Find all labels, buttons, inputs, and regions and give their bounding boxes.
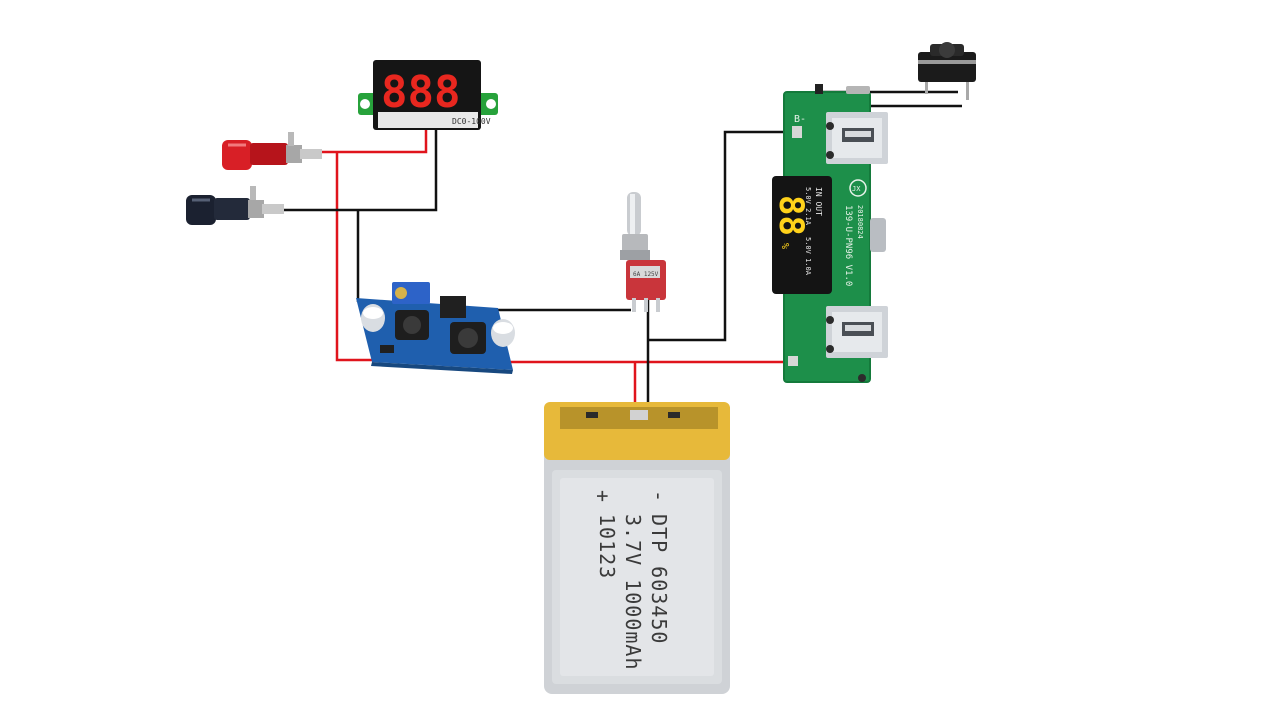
usb-port-top xyxy=(826,112,888,164)
charger-percent-sign: % xyxy=(779,243,790,249)
wire-black-terminal-to-voltmeter xyxy=(280,130,438,212)
wire-red-terminal-to-voltmeter xyxy=(318,128,428,154)
charger-spec-out: 5.0V 1.0A xyxy=(804,237,812,276)
battery-rating: 3.7V 1000mAh xyxy=(621,514,645,671)
charger-module: B- IN OUT 5.0V 2.1A 5. xyxy=(771,84,888,383)
charger-port-label: B- xyxy=(794,114,806,125)
push-button xyxy=(918,42,976,100)
toggle-switch: 6A 125V xyxy=(620,192,666,312)
lipo-battery: - + DTP 603450 3.7V 1000mAh 10123 xyxy=(544,402,730,694)
wire-black-to-charger-b-minus xyxy=(648,130,795,342)
battery-model: DTP 603450 xyxy=(647,514,671,644)
charger-batch: 20180824 xyxy=(856,205,864,239)
charger-display: IN OUT 5.0V 2.1A 5.0V 1.0A 88 % xyxy=(771,176,832,294)
toggle-switch-label: 6A 125V xyxy=(633,271,659,278)
battery-polarity-plus: + xyxy=(591,490,615,503)
voltmeter: DC0-100V 888 xyxy=(358,60,498,130)
charger-in-out-header: IN OUT xyxy=(814,187,823,216)
micro-usb-port xyxy=(870,218,886,252)
charger-model: 139-U-PN96 V1.0 xyxy=(843,205,853,286)
wires xyxy=(280,90,962,412)
usb-port-bottom xyxy=(826,306,888,358)
binding-post-black xyxy=(186,186,284,225)
charger-spec-in: 5.0V 2.1A xyxy=(804,187,812,226)
charger-logo-text: JX xyxy=(852,185,861,193)
charger-logo-icon xyxy=(849,179,867,197)
charger-display-digits: 88 xyxy=(771,195,811,236)
voltmeter-label: DC0-100V xyxy=(452,117,491,126)
battery-batch: 10123 xyxy=(595,514,619,579)
binding-post-red xyxy=(222,132,322,170)
battery-polarity-minus: - xyxy=(647,490,671,503)
buck-converter-module xyxy=(356,282,515,374)
wire-red-terminal-to-buck xyxy=(335,152,372,362)
voltmeter-display: 888 xyxy=(381,67,460,118)
